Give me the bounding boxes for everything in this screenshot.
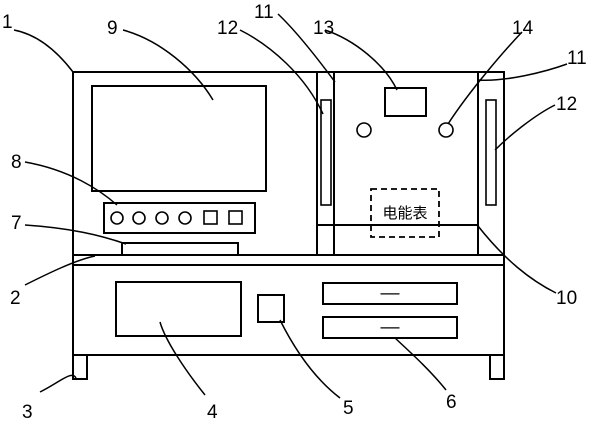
drawer-lower (322, 316, 458, 339)
switch-2 (228, 210, 243, 225)
leader-10 (477, 225, 557, 294)
callout-7: 7 (11, 213, 22, 234)
meter-outline (370, 188, 440, 238)
display-box (384, 87, 427, 117)
callout-11a: 11 (254, 2, 274, 23)
callout-6: 6 (446, 392, 457, 413)
callout-1: 1 (2, 12, 13, 33)
leader-3 (39, 374, 77, 393)
leader-6 (394, 337, 447, 391)
leader-5 (279, 319, 341, 399)
knob-4 (178, 211, 192, 225)
leader-4 (159, 321, 206, 396)
leader-2 (24, 255, 96, 286)
callout-10: 10 (556, 288, 577, 309)
switch-1 (203, 210, 218, 225)
leader-9 (122, 29, 214, 101)
meter-label: 电能表 (382, 204, 427, 222)
terminal-right (438, 122, 454, 138)
leader-8 (24, 161, 118, 206)
left-slot (320, 99, 332, 206)
drawer-upper (322, 282, 458, 305)
callout-4: 4 (207, 402, 218, 423)
callout-5: 5 (343, 398, 354, 419)
callout-2: 2 (10, 288, 21, 309)
leader-1 (13, 29, 74, 73)
leader-11b (477, 63, 568, 82)
leader-14 (447, 31, 523, 125)
leader-13 (324, 29, 398, 91)
callout-13: 13 (313, 18, 334, 39)
control-panel (103, 202, 256, 234)
monitor (91, 85, 267, 192)
right-upright (477, 71, 505, 256)
terminal-left (356, 122, 372, 138)
knob-2 (132, 211, 146, 225)
drawer-lower-mark: — (381, 317, 400, 338)
callout-12a: 12 (217, 18, 238, 39)
lower-window (115, 281, 242, 337)
right-slot (485, 99, 497, 206)
drawer-upper-mark: — (381, 283, 400, 304)
right-foot (489, 354, 505, 380)
leader-12b (494, 104, 556, 151)
callout-11b: 11 (567, 48, 587, 69)
leader-12a (239, 29, 324, 115)
keyboard (121, 242, 239, 256)
leader-7 (24, 224, 127, 245)
callout-12b: 12 (556, 94, 577, 115)
callout-14: 14 (512, 18, 534, 39)
knob-1 (110, 211, 124, 225)
left-foot (72, 354, 88, 380)
callout-8: 8 (11, 152, 22, 173)
left-upright (316, 71, 335, 256)
knob-3 (155, 211, 169, 225)
lower-small-box (257, 294, 285, 323)
leader-11a (277, 13, 336, 83)
callout-3: 3 (22, 402, 33, 423)
callout-9: 9 (107, 18, 118, 39)
